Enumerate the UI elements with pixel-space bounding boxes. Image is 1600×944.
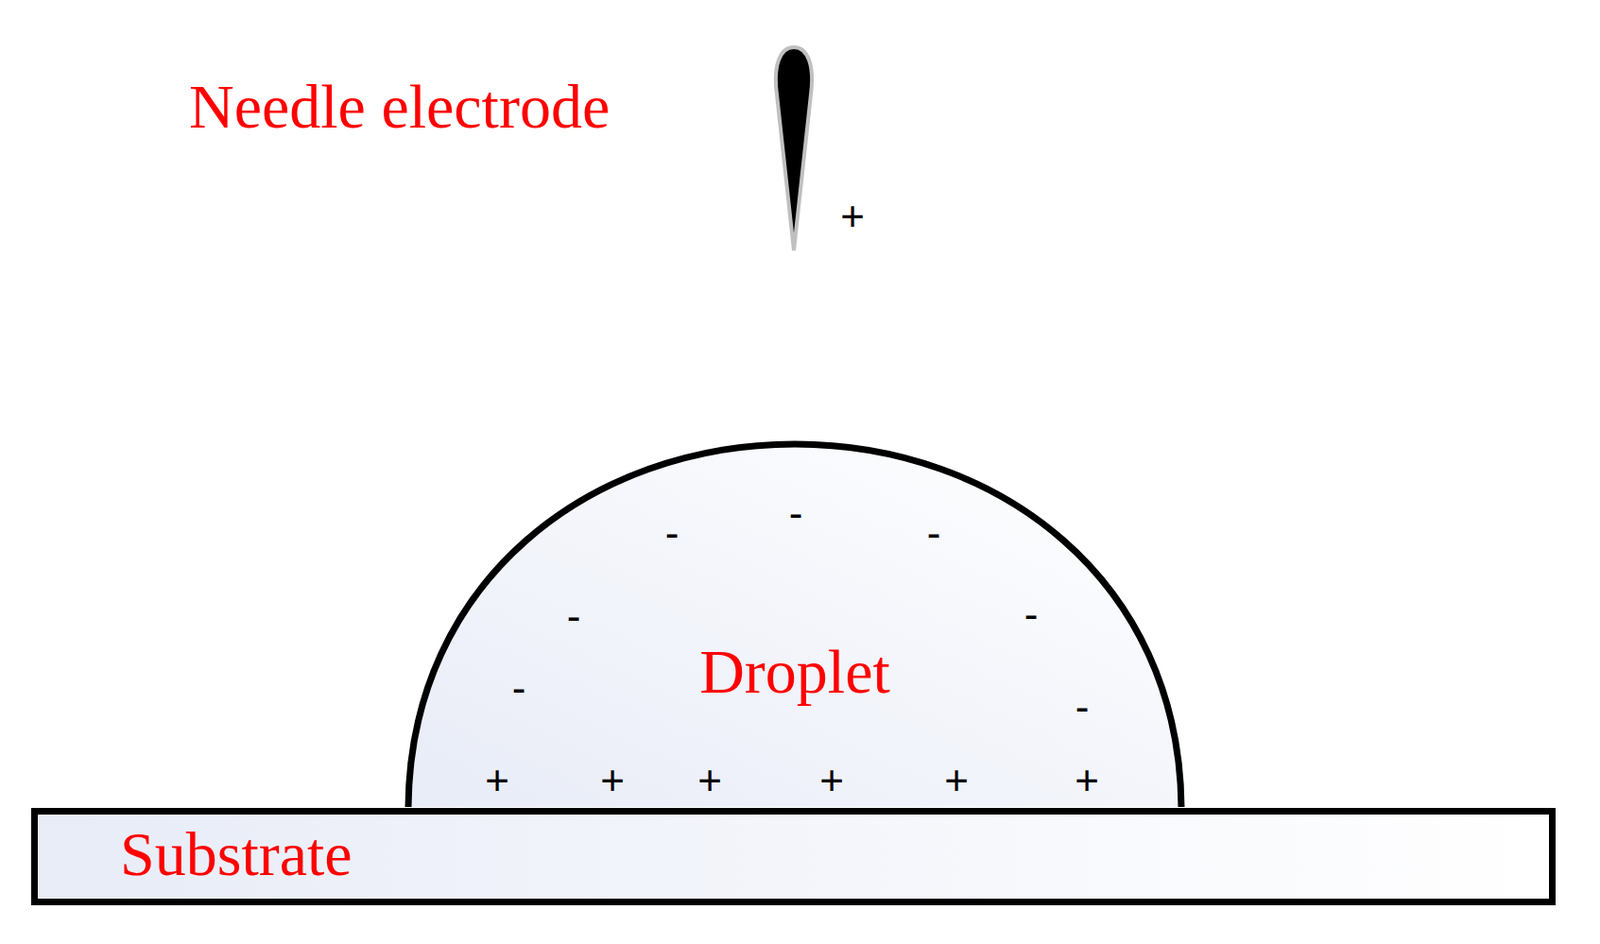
negative-charge: - <box>665 512 680 554</box>
positive-charge: + <box>697 759 723 802</box>
substrate: Substrate <box>31 808 1556 906</box>
needle-electrode-shape <box>179 37 842 265</box>
substrate-label: Substrate <box>120 823 353 886</box>
electrode-label: Needle electrode <box>189 75 610 138</box>
positive-charge: + <box>600 759 625 802</box>
negative-charge: - <box>567 595 582 637</box>
positive-charge: + <box>1074 759 1100 802</box>
positive-charge: + <box>840 195 865 238</box>
positive-charge: + <box>944 759 969 802</box>
positive-charge: + <box>819 759 844 802</box>
negative-charge: - <box>1024 593 1039 636</box>
negative-charge: - <box>789 492 804 534</box>
negative-charge: - <box>927 512 942 554</box>
droplet-label: Droplet <box>699 640 891 704</box>
positive-charge: + <box>484 759 510 802</box>
negative-charge: - <box>512 667 527 709</box>
needle-electrode: Needle electrode <box>179 37 842 265</box>
negative-charge: - <box>1075 686 1090 728</box>
